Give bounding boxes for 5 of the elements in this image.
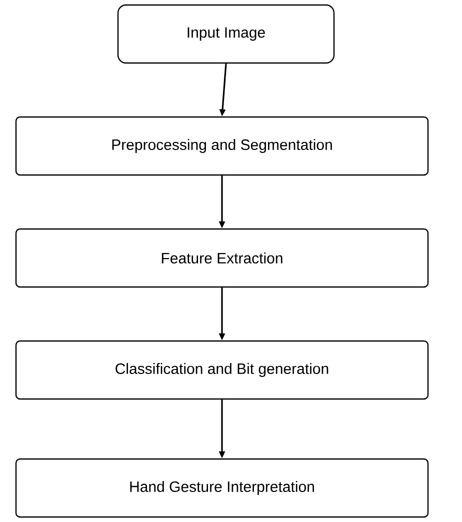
process-box: Feature Extraction xyxy=(15,228,429,288)
process-box: Classification and Bit generation xyxy=(15,340,429,400)
process-box: Input Image xyxy=(117,4,335,64)
process-box: Hand Gesture Interpretation xyxy=(15,458,429,518)
process-box: Preprocessing and Segmentation xyxy=(15,116,429,176)
